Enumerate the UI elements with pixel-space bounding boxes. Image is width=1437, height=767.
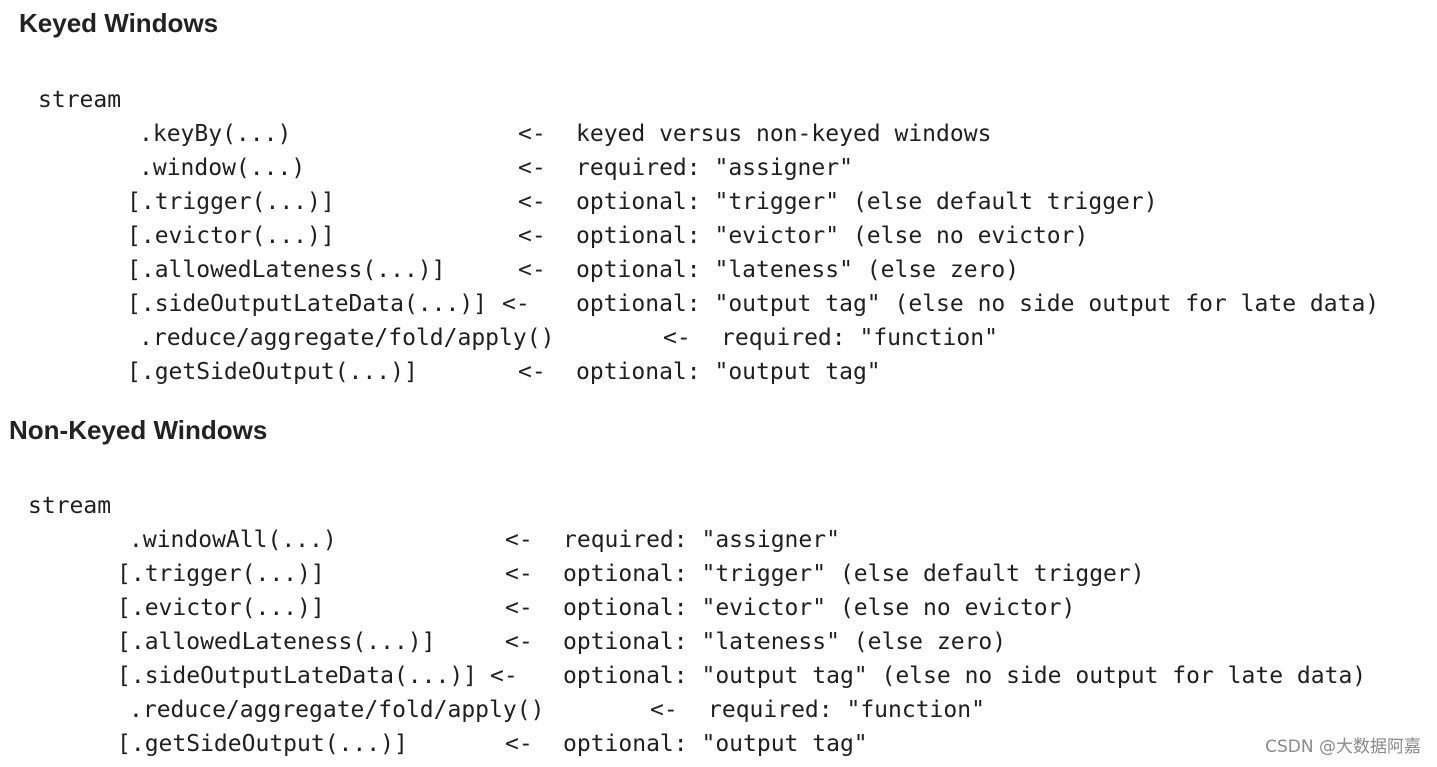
non-keyed-arrow: <- xyxy=(505,731,533,757)
non-keyed-call-trigger: [.trigger(...)] xyxy=(117,561,325,587)
non-keyed-note-allowed-lateness: optional: "lateness" (else zero) xyxy=(563,629,1007,655)
keyed-call-trigger: [.trigger(...)] xyxy=(127,189,335,215)
keyed-call-evictor: [.evictor(...)] xyxy=(127,223,335,249)
keyed-note-evictor: optional: "evictor" (else no evictor) xyxy=(576,223,1089,249)
non-keyed-stream-label: stream xyxy=(28,493,112,519)
non-keyed-arrow: <- xyxy=(650,697,678,723)
non-keyed-arrow: <- xyxy=(505,595,533,621)
keyed-arrow: <- xyxy=(663,325,691,351)
keyed-call-keyby: .keyBy(...) xyxy=(139,121,292,147)
keyed-note-reduce: required: "function" xyxy=(721,325,998,351)
keyed-note-keyby: keyed versus non-keyed windows xyxy=(576,121,992,147)
keyed-arrow: <- xyxy=(518,257,546,283)
keyed-note-trigger: optional: "trigger" (else default trigge… xyxy=(576,189,1158,215)
non-keyed-arrow: <- xyxy=(505,629,533,655)
non-keyed-call-reduce: .reduce/aggregate/fold/apply() xyxy=(129,697,545,723)
keyed-arrow: <- xyxy=(518,359,546,385)
non-keyed-note-evictor: optional: "evictor" (else no evictor) xyxy=(563,595,1076,621)
keyed-note-allowed-lateness: optional: "lateness" (else zero) xyxy=(576,257,1020,283)
keyed-call-side-output-late-data: [.sideOutputLateData(...)] xyxy=(127,291,488,317)
non-keyed-call-get-side-output: [.getSideOutput(...)] xyxy=(117,731,408,757)
keyed-arrow: <- xyxy=(502,291,530,317)
keyed-note-side-output-late-data: optional: "output tag" (else no side out… xyxy=(576,291,1380,317)
non-keyed-arrow: <- xyxy=(505,527,533,553)
keyed-call-reduce: .reduce/aggregate/fold/apply() xyxy=(139,325,555,351)
non-keyed-note-reduce: required: "function" xyxy=(708,697,985,723)
keyed-arrow: <- xyxy=(518,189,546,215)
non-keyed-note-side-output-late-data: optional: "output tag" (else no side out… xyxy=(563,663,1367,689)
csdn-watermark: CSDN @大数据阿嘉 xyxy=(1265,737,1421,757)
non-keyed-call-window-all: .windowAll(...) xyxy=(129,527,337,553)
non-keyed-call-side-output-late-data: [.sideOutputLateData(...)] xyxy=(117,663,478,689)
non-keyed-note-get-side-output: optional: "output tag" xyxy=(563,731,868,757)
non-keyed-call-allowed-lateness: [.allowedLateness(...)] xyxy=(117,629,436,655)
keyed-note-get-side-output: optional: "output tag" xyxy=(576,359,881,385)
keyed-arrow: <- xyxy=(518,155,546,181)
keyed-arrow: <- xyxy=(518,223,546,249)
non-keyed-arrow: <- xyxy=(490,663,518,689)
keyed-call-window: .window(...) xyxy=(139,155,306,181)
keyed-call-get-side-output: [.getSideOutput(...)] xyxy=(127,359,418,385)
keyed-arrow: <- xyxy=(518,121,546,147)
keyed-note-window: required: "assigner" xyxy=(576,155,853,181)
non-keyed-note-trigger: optional: "trigger" (else default trigge… xyxy=(563,561,1145,587)
non-keyed-arrow: <- xyxy=(505,561,533,587)
non-keyed-call-evictor: [.evictor(...)] xyxy=(117,595,325,621)
non-keyed-note-window-all: required: "assigner" xyxy=(563,527,840,553)
keyed-windows-title: Keyed Windows xyxy=(19,8,219,38)
keyed-call-allowed-lateness: [.allowedLateness(...)] xyxy=(127,257,446,283)
keyed-stream-label: stream xyxy=(38,87,122,113)
non-keyed-windows-title: Non-Keyed Windows xyxy=(9,415,268,445)
